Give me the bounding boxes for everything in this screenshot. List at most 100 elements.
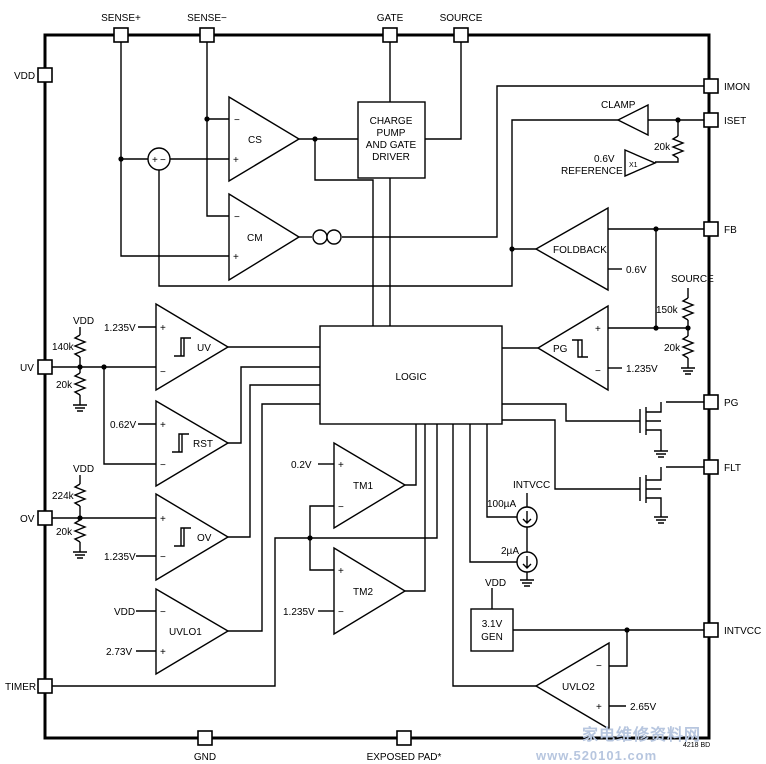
resistor-20k-ov-label: 20k bbox=[56, 527, 73, 538]
pg-comparator-label: PG bbox=[553, 344, 568, 355]
resistor-20k-fb-label: 20k bbox=[664, 343, 681, 354]
pin-sense-minus bbox=[199, 27, 215, 43]
tm2-comparator bbox=[333, 546, 407, 636]
uvlo2-comparator bbox=[534, 641, 610, 731]
svg-text:+: + bbox=[152, 155, 158, 166]
svg-text:−: − bbox=[160, 155, 166, 166]
ground-symbols bbox=[73, 367, 695, 587]
ov-comparator bbox=[155, 492, 230, 582]
x1-buffer bbox=[624, 148, 657, 178]
charge-pump-label-3: AND GATE bbox=[366, 140, 417, 151]
uv-comparator-label: UV bbox=[197, 343, 211, 354]
logic-label: LOGIC bbox=[395, 372, 426, 383]
pin-label-exposed-pad: EXPOSED PAD* bbox=[367, 752, 442, 763]
svg-text:+: + bbox=[160, 514, 166, 525]
current-2ua-label: 2µA bbox=[501, 546, 519, 557]
svg-text:−: − bbox=[234, 212, 240, 223]
hysteresis-icon bbox=[172, 433, 189, 453]
svg-text:−: − bbox=[160, 552, 166, 563]
pin-sense-plus bbox=[113, 27, 129, 43]
arrow-down-icon bbox=[522, 556, 532, 569]
pin-label-iset: ISET bbox=[724, 116, 746, 127]
resistor-20k-uv-label: 20k bbox=[56, 380, 73, 391]
svg-text:−: − bbox=[596, 661, 602, 672]
flt-mosfet bbox=[639, 467, 662, 509]
rst-ref-label: 0.62V bbox=[110, 420, 136, 431]
charge-pump-label-4: DRIVER bbox=[372, 152, 410, 163]
pin-label-timer: TIMER bbox=[5, 682, 36, 693]
pin-label-source: SOURCE bbox=[440, 13, 483, 24]
logic-block bbox=[319, 325, 503, 425]
tm1-comparator bbox=[333, 441, 407, 530]
uvlo2-ref-label: 2.65V bbox=[630, 702, 656, 713]
watermark-url: www.520101.com bbox=[535, 748, 657, 763]
charge-pump-label-1: CHARGE bbox=[370, 116, 413, 127]
foldback-amp-label: FOLDBACK bbox=[553, 245, 607, 256]
foldback-ref-label: 0.6V bbox=[626, 265, 647, 276]
gen-vdd-label: VDD bbox=[485, 578, 506, 589]
cs-amp bbox=[228, 95, 301, 183]
clamp-amp bbox=[616, 103, 649, 137]
pin-iset bbox=[703, 112, 719, 128]
pin-flt bbox=[703, 459, 719, 475]
pin-exposed-pad bbox=[396, 730, 412, 746]
svg-text:−: − bbox=[160, 607, 166, 618]
pin-label-sense-plus: SENSE+ bbox=[101, 13, 141, 24]
pin-ov bbox=[37, 510, 53, 526]
wires bbox=[52, 42, 704, 707]
resistor-140k-label: 140k bbox=[52, 342, 75, 353]
pin-intvcc bbox=[703, 622, 719, 638]
svg-text:−: − bbox=[160, 460, 166, 471]
svg-text:−: − bbox=[234, 115, 240, 126]
uvlo1-comparator-label: UVLO1 bbox=[169, 627, 202, 638]
pin-label-uv: UV bbox=[20, 363, 34, 374]
tm1-ref-label: 0.2V bbox=[291, 460, 312, 471]
pin-fb bbox=[703, 221, 719, 237]
gen-label-1: 3.1V bbox=[482, 619, 503, 630]
uv-divider-vdd-label: VDD bbox=[73, 316, 94, 327]
current-100ua-label: 100µA bbox=[487, 499, 516, 510]
cm-amp bbox=[228, 192, 301, 282]
pin-label-vdd: VDD bbox=[14, 71, 35, 82]
uvlo1-ref-label: 2.73V bbox=[106, 647, 132, 658]
pin-imon bbox=[703, 78, 719, 94]
pin-label-gnd: GND bbox=[194, 752, 216, 763]
uv-ref-label: 1.235V bbox=[104, 323, 136, 334]
pins bbox=[37, 27, 719, 746]
pin-label-intvcc: INTVCC bbox=[724, 626, 761, 637]
svg-text:+: + bbox=[233, 155, 239, 166]
gen-label-2: GEN bbox=[481, 632, 503, 643]
svg-text:−: − bbox=[338, 502, 344, 513]
svg-text:+: + bbox=[160, 420, 166, 431]
pin-label-flt: FLT bbox=[724, 463, 741, 474]
pin-label-gate: GATE bbox=[377, 13, 404, 24]
summing-node bbox=[147, 147, 171, 171]
watermark-cn: 家电维修资料网 bbox=[582, 725, 701, 744]
hysteresis-icon bbox=[572, 339, 588, 358]
uvlo1-vdd-label: VDD bbox=[114, 607, 135, 618]
charge-pump-label-2: PUMP bbox=[377, 128, 406, 139]
cs-amp-label: CS bbox=[248, 135, 262, 146]
pin-label-ov: OV bbox=[20, 514, 35, 525]
intvcc-source-label: INTVCC bbox=[513, 480, 550, 491]
svg-text:+: + bbox=[160, 323, 166, 334]
foldback-amp bbox=[534, 206, 609, 292]
figure-code: 4218 BD bbox=[683, 742, 710, 749]
pg-ref-label: 1.235V bbox=[626, 364, 658, 375]
ov-comparator-label: OV bbox=[197, 533, 212, 544]
svg-text:+: + bbox=[338, 566, 344, 577]
pg-comparator bbox=[536, 304, 609, 392]
charge-pump-block bbox=[357, 101, 426, 179]
chip-boundary bbox=[43, 33, 711, 740]
pin-pg bbox=[703, 394, 719, 410]
svg-text:+: + bbox=[338, 460, 344, 471]
ov-ref-label: 1.235V bbox=[104, 552, 136, 563]
arrow-down-icon bbox=[522, 511, 532, 524]
imon-current-source bbox=[312, 229, 328, 245]
uv-comparator bbox=[155, 302, 230, 392]
pin-gate bbox=[382, 27, 398, 43]
tm1-comparator-label: TM1 bbox=[353, 481, 373, 492]
pin-label-sense-minus: SENSE− bbox=[187, 13, 227, 24]
x1-label: X1 bbox=[629, 162, 638, 169]
cm-amp-label: CM bbox=[247, 233, 263, 244]
